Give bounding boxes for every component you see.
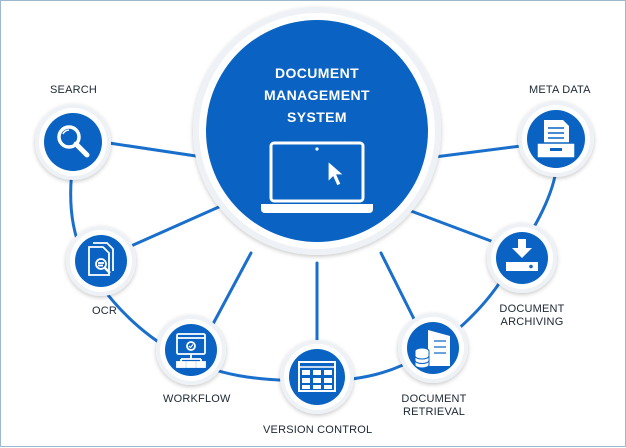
label-document-retrieval-line1: DOCUMENT <box>401 393 467 405</box>
label-document-archiving: DOCUMENT ARCHIVING <box>496 303 568 329</box>
workflow-chart-icon <box>176 333 206 368</box>
label-workflow: WORKFLOW <box>163 393 231 405</box>
node-meta-data <box>518 101 594 177</box>
label-document-archiving-line1: DOCUMENT <box>499 303 565 315</box>
label-search: SEARCH <box>50 84 98 96</box>
download-tray-icon <box>506 239 538 271</box>
label-document-archiving-line2: ARCHIVING <box>500 316 564 328</box>
server-database-icon <box>414 330 450 369</box>
center-hub: DOCUMENT MANAGEMENT SYSTEM <box>193 7 441 255</box>
node-search <box>35 104 111 180</box>
center-title-line2: MANAGEMENT <box>264 87 370 103</box>
node-ocr <box>66 226 136 296</box>
label-version-control: VERSION CONTROL <box>263 424 373 436</box>
spoke-workflow <box>211 251 253 326</box>
label-ocr: OCR <box>92 305 118 317</box>
file-tray-icon <box>536 120 576 159</box>
grid-window-icon <box>298 361 336 392</box>
center-title-line1: DOCUMENT <box>275 65 359 81</box>
node-document-archiving <box>487 223 557 293</box>
label-meta-data: META DATA <box>529 84 591 96</box>
center-title-line3: SYSTEM <box>287 109 347 125</box>
label-document-retrieval-line2: RETRIEVAL <box>402 406 466 418</box>
label-document-retrieval: DOCUMENT RETRIEVAL <box>401 393 467 419</box>
spoke-archiving <box>409 209 493 243</box>
node-document-retrieval <box>398 313 468 383</box>
spoke-retrieval <box>379 251 418 325</box>
node-workflow <box>156 315 226 385</box>
magnifier-icon <box>57 125 90 158</box>
laptop-cursor-icon <box>261 141 373 213</box>
scanned-document-icon <box>88 242 114 276</box>
node-version-control <box>280 340 354 414</box>
spoke-ocr <box>129 204 223 248</box>
